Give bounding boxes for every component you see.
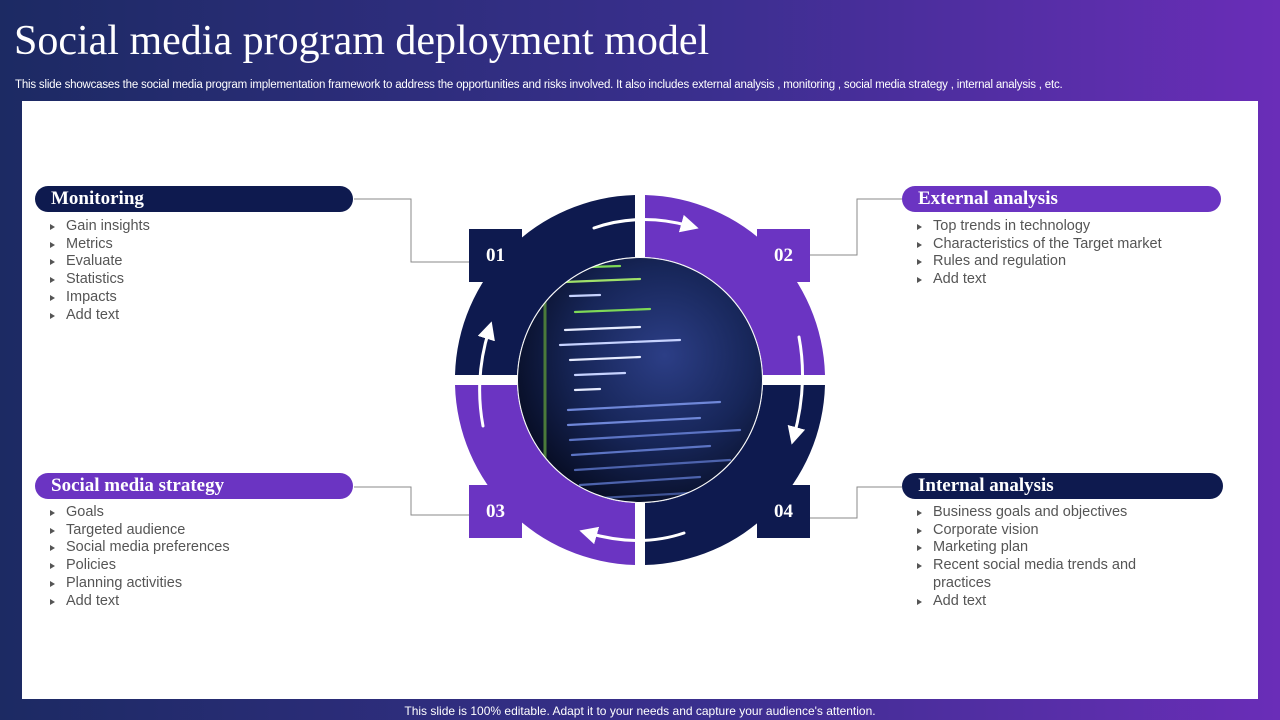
list-item: Planning activities <box>46 575 346 593</box>
list-item: Recent social media trends and practices <box>913 557 1173 592</box>
page-title: Social media program deployment model <box>14 18 710 64</box>
list-item: Policies <box>46 557 346 575</box>
connector-04 <box>810 486 902 519</box>
list-item: Rules and regulation <box>913 253 1223 271</box>
step-title-internal-analysis: Internal analysis <box>902 473 1223 499</box>
step-title-social-media-strategy: Social media strategy <box>35 473 353 499</box>
step-number-04: 04 <box>757 485 810 538</box>
step-list-internal-analysis: Business goals and objectives Corporate … <box>913 504 1173 610</box>
connector-lines <box>354 198 902 519</box>
step-list-social-media-strategy: Goals Targeted audience Social media pre… <box>46 504 346 610</box>
list-item: Evaluate <box>46 253 346 271</box>
list-item: Targeted audience <box>46 522 346 540</box>
ring-segment-03 <box>455 385 635 565</box>
step-number-03: 03 <box>469 485 522 538</box>
step-number-02: 02 <box>757 229 810 282</box>
list-item: Metrics <box>46 236 346 254</box>
list-item: Marketing plan <box>913 539 1173 557</box>
step-list-external-analysis: Top trends in technology Characteristics… <box>913 218 1223 289</box>
arrow-bottom-icon <box>579 526 686 545</box>
code-photo <box>517 257 763 503</box>
page-subtitle: This slide showcases the social media pr… <box>15 79 1063 91</box>
step-list-monitoring: Gain insights Metrics Evaluate Statistic… <box>46 218 346 324</box>
list-item: Business goals and objectives <box>913 504 1173 522</box>
list-item: Gain insights <box>46 218 346 236</box>
cycle-arrows <box>477 214 806 545</box>
list-item: Add text <box>913 271 1223 289</box>
ring-segment-01 <box>455 195 635 375</box>
arrow-top-icon <box>592 214 699 233</box>
list-item: Top trends in technology <box>913 218 1223 236</box>
list-item: Add text <box>46 307 346 325</box>
footer-note: This slide is 100% editable. Adapt it to… <box>404 704 876 718</box>
list-item: Goals <box>46 504 346 522</box>
ring-segment-04 <box>645 385 825 565</box>
step-title-monitoring: Monitoring <box>35 186 353 212</box>
connector-03 <box>354 486 470 516</box>
list-item: Corporate vision <box>913 522 1173 540</box>
list-item: Social media preferences <box>46 539 346 557</box>
list-item: Add text <box>46 593 346 611</box>
step-number-01: 01 <box>469 229 522 282</box>
connector-02 <box>810 198 902 256</box>
arrow-left-icon <box>477 321 495 428</box>
list-item: Statistics <box>46 271 346 289</box>
connector-01 <box>354 198 470 263</box>
list-item: Impacts <box>46 289 346 307</box>
step-title-external-analysis: External analysis <box>902 186 1221 212</box>
arrow-right-icon <box>787 335 806 445</box>
ring-segment-02 <box>645 195 825 375</box>
list-item: Add text <box>913 593 1173 611</box>
list-item: Characteristics of the Target market <box>913 236 1223 254</box>
